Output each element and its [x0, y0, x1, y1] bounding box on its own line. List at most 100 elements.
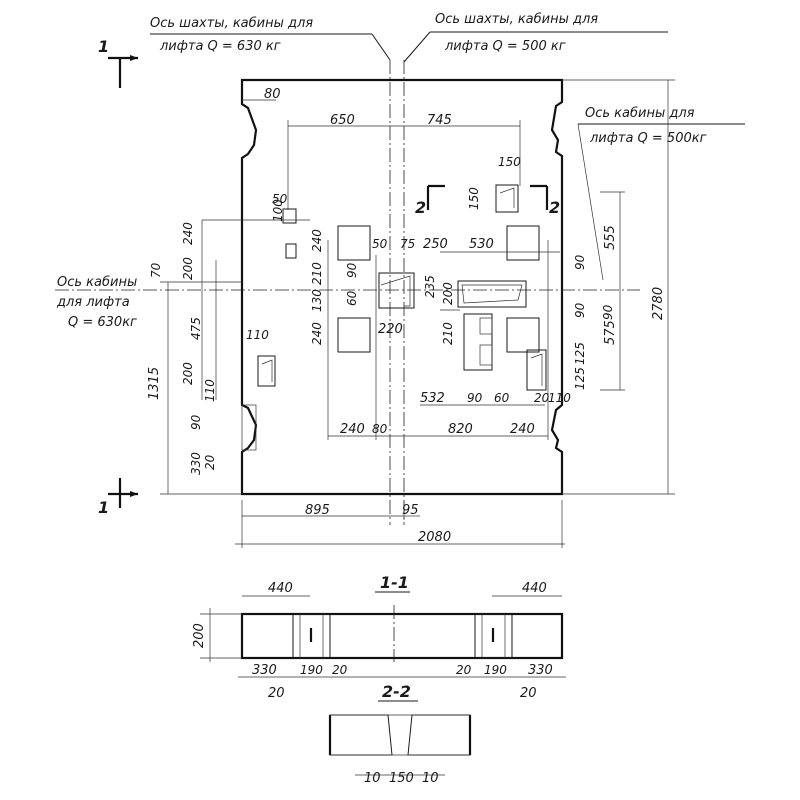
section-2-2-right-body [407, 714, 471, 756]
label-top-right-line1: Ось шахты, кабины для [435, 12, 598, 27]
dim-532: 532 [420, 391, 445, 406]
label-cabin-630-line2: для лифта [56, 295, 130, 310]
dim-left-50: 50 [272, 192, 288, 206]
dim-75: 75 [400, 237, 415, 251]
dim-left-240c: 240 [310, 322, 324, 345]
section-2-2: 2-2 [328, 682, 472, 776]
dim-235: 235 [423, 275, 437, 298]
label-top-left-line2: лифта Q = 630 кг [159, 39, 281, 54]
embed-top [495, 184, 519, 213]
dim-820: 820 [448, 422, 473, 437]
dim-sec-330-left: 330 [252, 663, 277, 678]
label-cabin-630: Ось кабины для лифта Q = 630кг [56, 275, 137, 330]
dim-right-125b: 125 [573, 367, 587, 390]
section-1-1-slot-right [474, 613, 513, 659]
dim-150-top: 150 [498, 155, 521, 169]
dim-sec-330-right: 330 [528, 663, 553, 678]
section-mark-1-bottom: 1 [98, 478, 138, 517]
dim-2780: 2780 [651, 287, 666, 320]
dim-20-left: 20 [203, 454, 217, 470]
dim-s2-10-right: 10 [422, 771, 439, 786]
label-cabin-500-line1: Ось кабины для [585, 106, 695, 121]
dim-left-130: 130 [310, 289, 324, 312]
section-mark-1-top-number: 1 [98, 37, 109, 56]
dim-lower-90: 90 [467, 391, 483, 405]
dim-sec-190-right: 190 [484, 663, 507, 677]
dim-sec-20-right: 20 [456, 663, 472, 677]
embed-block [463, 313, 493, 371]
dim-150-side: 150 [467, 187, 481, 210]
dim-right-125a: 125 [573, 342, 587, 365]
dim-right-90a: 90 [573, 254, 587, 270]
embed-left [257, 355, 276, 387]
dim-90: 90 [189, 414, 203, 430]
section-2-2-title: 2-2 [382, 682, 411, 701]
dimension-lines [160, 79, 675, 548]
dim-sec-190-left: 190 [300, 663, 323, 677]
dim-475: 475 [189, 317, 203, 340]
dim-110-120: 110 [246, 328, 269, 342]
dim-240-right: 240 [510, 422, 535, 437]
dim-lower-110: 110 [548, 391, 571, 405]
dim-530: 530 [469, 237, 494, 252]
label-top-left-line1: Ось шахты, кабины для [150, 16, 313, 31]
dim-sec-under-20-right: 20 [520, 686, 537, 701]
opening-ll [337, 317, 371, 353]
embed-block-inner-2 [479, 344, 493, 366]
dim-80: 80 [264, 87, 281, 102]
embed-small-1 [282, 208, 297, 224]
embed-block-inner-1 [479, 317, 493, 335]
opening-lr [506, 317, 540, 353]
dim-sec-20-left: 20 [332, 663, 348, 677]
label-cabin-500-line2: лифта Q = 500кг [589, 131, 707, 146]
dim-250: 250 [423, 237, 448, 252]
dim-left-200a: 200 [181, 257, 195, 280]
dim-650: 650 [330, 113, 355, 128]
section-mark-2-left: 2 [415, 198, 426, 217]
dim-left-90: 90 [345, 262, 359, 278]
dim-110-left: 110 [203, 379, 217, 402]
dim-left-100: 100 [271, 199, 285, 222]
dim-s2-10-left: 10 [364, 771, 381, 786]
embed-center [378, 272, 415, 309]
section-1-1-slot-left [292, 613, 331, 659]
dim-745: 745 [427, 113, 452, 128]
dim-sec-440-right: 440 [522, 581, 547, 596]
left-notch-bottom [241, 404, 257, 451]
section-mark-1-top: 1 [98, 37, 138, 88]
dim-200: 200 [441, 282, 455, 305]
dim-240-left: 240 [340, 422, 365, 437]
section-2-2-left-body [329, 714, 393, 756]
label-top-right-line2: лифта Q = 500 кг [444, 39, 566, 54]
label-cabin-630-line1: Ось кабины [57, 275, 137, 290]
dim-50: 50 [372, 237, 388, 251]
label-cabin-630-line3: Q = 630кг [68, 315, 137, 330]
dim-left-240a: 240 [181, 222, 195, 245]
dim-left-210: 210 [310, 262, 324, 285]
opening-ur [506, 225, 540, 261]
dim-left-60: 60 [345, 290, 359, 306]
dim-sec-under-20-left: 20 [268, 686, 285, 701]
label-top-right: Ось шахты, кабины для лифта Q = 500 кг [403, 12, 668, 63]
section-mark-2-right: 2 [549, 198, 560, 217]
openings [257, 184, 547, 391]
dim-575: 575 [603, 320, 618, 345]
dim-lower-20: 20 [534, 391, 550, 405]
embed-beam [457, 280, 527, 308]
dim-555: 555 [603, 225, 618, 250]
dim-70: 70 [149, 262, 163, 278]
embed-right [526, 349, 547, 391]
dim-center-90: 90 [601, 304, 615, 320]
dim-left-240b: 240 [310, 229, 324, 252]
dim-2080: 2080 [418, 530, 451, 545]
dim-left-200b: 200 [181, 362, 195, 385]
label-cabin-500: Ось кабины для лифта Q = 500кг [577, 106, 745, 281]
section-mark-1-bottom-number: 1 [98, 498, 109, 517]
dim-sec-200: 200 [192, 623, 207, 648]
dim-sec-440-left: 440 [268, 581, 293, 596]
dim-95: 95 [402, 503, 419, 518]
dim-1315: 1315 [147, 367, 162, 400]
dim-s2-150: 150 [389, 771, 414, 786]
dim-210: 210 [441, 322, 455, 345]
